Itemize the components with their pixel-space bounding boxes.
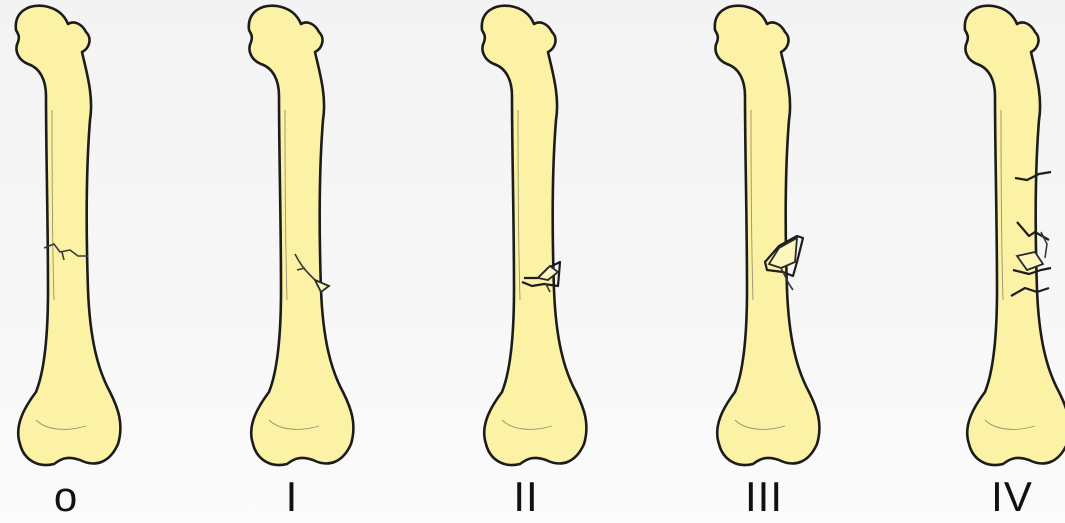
stage-label-3: III bbox=[704, 474, 824, 520]
stage-label-4: IV bbox=[952, 474, 1065, 520]
stage-label-2: II bbox=[466, 474, 586, 520]
stage-label-0: o bbox=[6, 474, 126, 520]
stage-label-1: I bbox=[232, 474, 352, 520]
